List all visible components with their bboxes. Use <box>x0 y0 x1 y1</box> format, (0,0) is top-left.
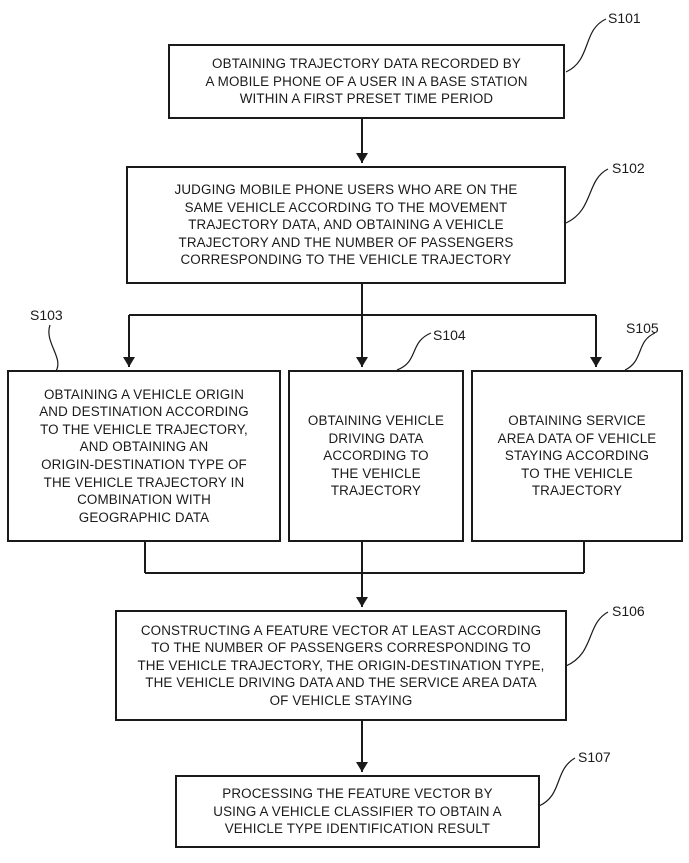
leader-curve-s104 <box>396 332 432 371</box>
step-text-s102: JUDGING MOBILE PHONE USERS WHO ARE ON TH… <box>174 182 518 268</box>
step-box-s106: CONSTRUCTING A FEATURE VECTOR AT LEAST A… <box>115 610 567 721</box>
leader-curve-s106 <box>565 611 609 667</box>
leader-curve-s101 <box>565 18 607 73</box>
step-label-s107: S107 <box>578 749 611 765</box>
step-box-s104: OBTAINING VEHICLE DRIVING DATA ACCORDING… <box>288 370 464 542</box>
step-box-s107: PROCESSING THE FEATURE VECTOR BY USING A… <box>175 775 540 848</box>
step-text-s104: OBTAINING VEHICLE DRIVING DATA ACCORDING… <box>307 413 445 499</box>
step-label-s102: S102 <box>612 160 645 176</box>
step-label-s105: S105 <box>626 320 659 336</box>
step-text-s107: PROCESSING THE FEATURE VECTOR BY USING A… <box>213 786 502 837</box>
step-text-s106: CONSTRUCTING A FEATURE VECTOR AT LEAST A… <box>137 622 545 708</box>
step-box-s101: OBTAINING TRAJECTORY DATA RECORDED BY A … <box>168 44 565 119</box>
step-text-s101: OBTAINING TRAJECTORY DATA RECORDED BY A … <box>205 56 528 107</box>
step-box-s103: OBTAINING A VEHICLE ORIGIN AND DESTINATI… <box>7 370 281 542</box>
step-text-s105: OBTAINING SERVICE AREA DATA OF VEHICLE S… <box>497 413 657 499</box>
leader-curve-s103 <box>48 324 59 372</box>
step-label-s103: S103 <box>30 307 63 323</box>
leader-curve-s107 <box>538 757 576 807</box>
step-box-s105: OBTAINING SERVICE AREA DATA OF VEHICLE S… <box>471 370 683 542</box>
step-label-s106: S106 <box>612 603 645 619</box>
leader-curve-s105 <box>624 332 656 371</box>
leader-curve-s102 <box>565 168 609 224</box>
step-label-s101: S101 <box>608 10 641 26</box>
step-label-s104: S104 <box>433 327 466 343</box>
step-text-s103: OBTAINING A VEHICLE ORIGIN AND DESTINATI… <box>39 386 249 525</box>
step-box-s102: JUDGING MOBILE PHONE USERS WHO ARE ON TH… <box>126 166 566 284</box>
